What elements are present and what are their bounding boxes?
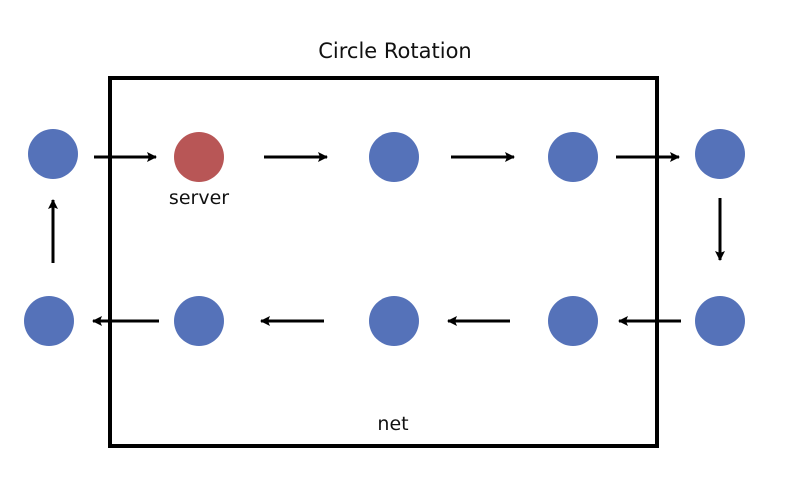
player-circle <box>369 132 419 182</box>
player-circle <box>695 129 745 179</box>
player-circle <box>695 296 745 346</box>
player-circle <box>174 296 224 346</box>
player-circle <box>548 132 598 182</box>
net-label: net <box>377 413 408 435</box>
server-label: server <box>169 187 229 209</box>
player-circle <box>369 296 419 346</box>
players-group <box>24 129 745 346</box>
arrows-group <box>48 152 725 326</box>
court-boundary <box>108 76 659 448</box>
diagram-title: Circle Rotation <box>318 39 471 63</box>
server-player-circle <box>174 132 224 182</box>
player-circle <box>24 296 74 346</box>
player-circle <box>548 296 598 346</box>
player-circle <box>28 129 78 179</box>
